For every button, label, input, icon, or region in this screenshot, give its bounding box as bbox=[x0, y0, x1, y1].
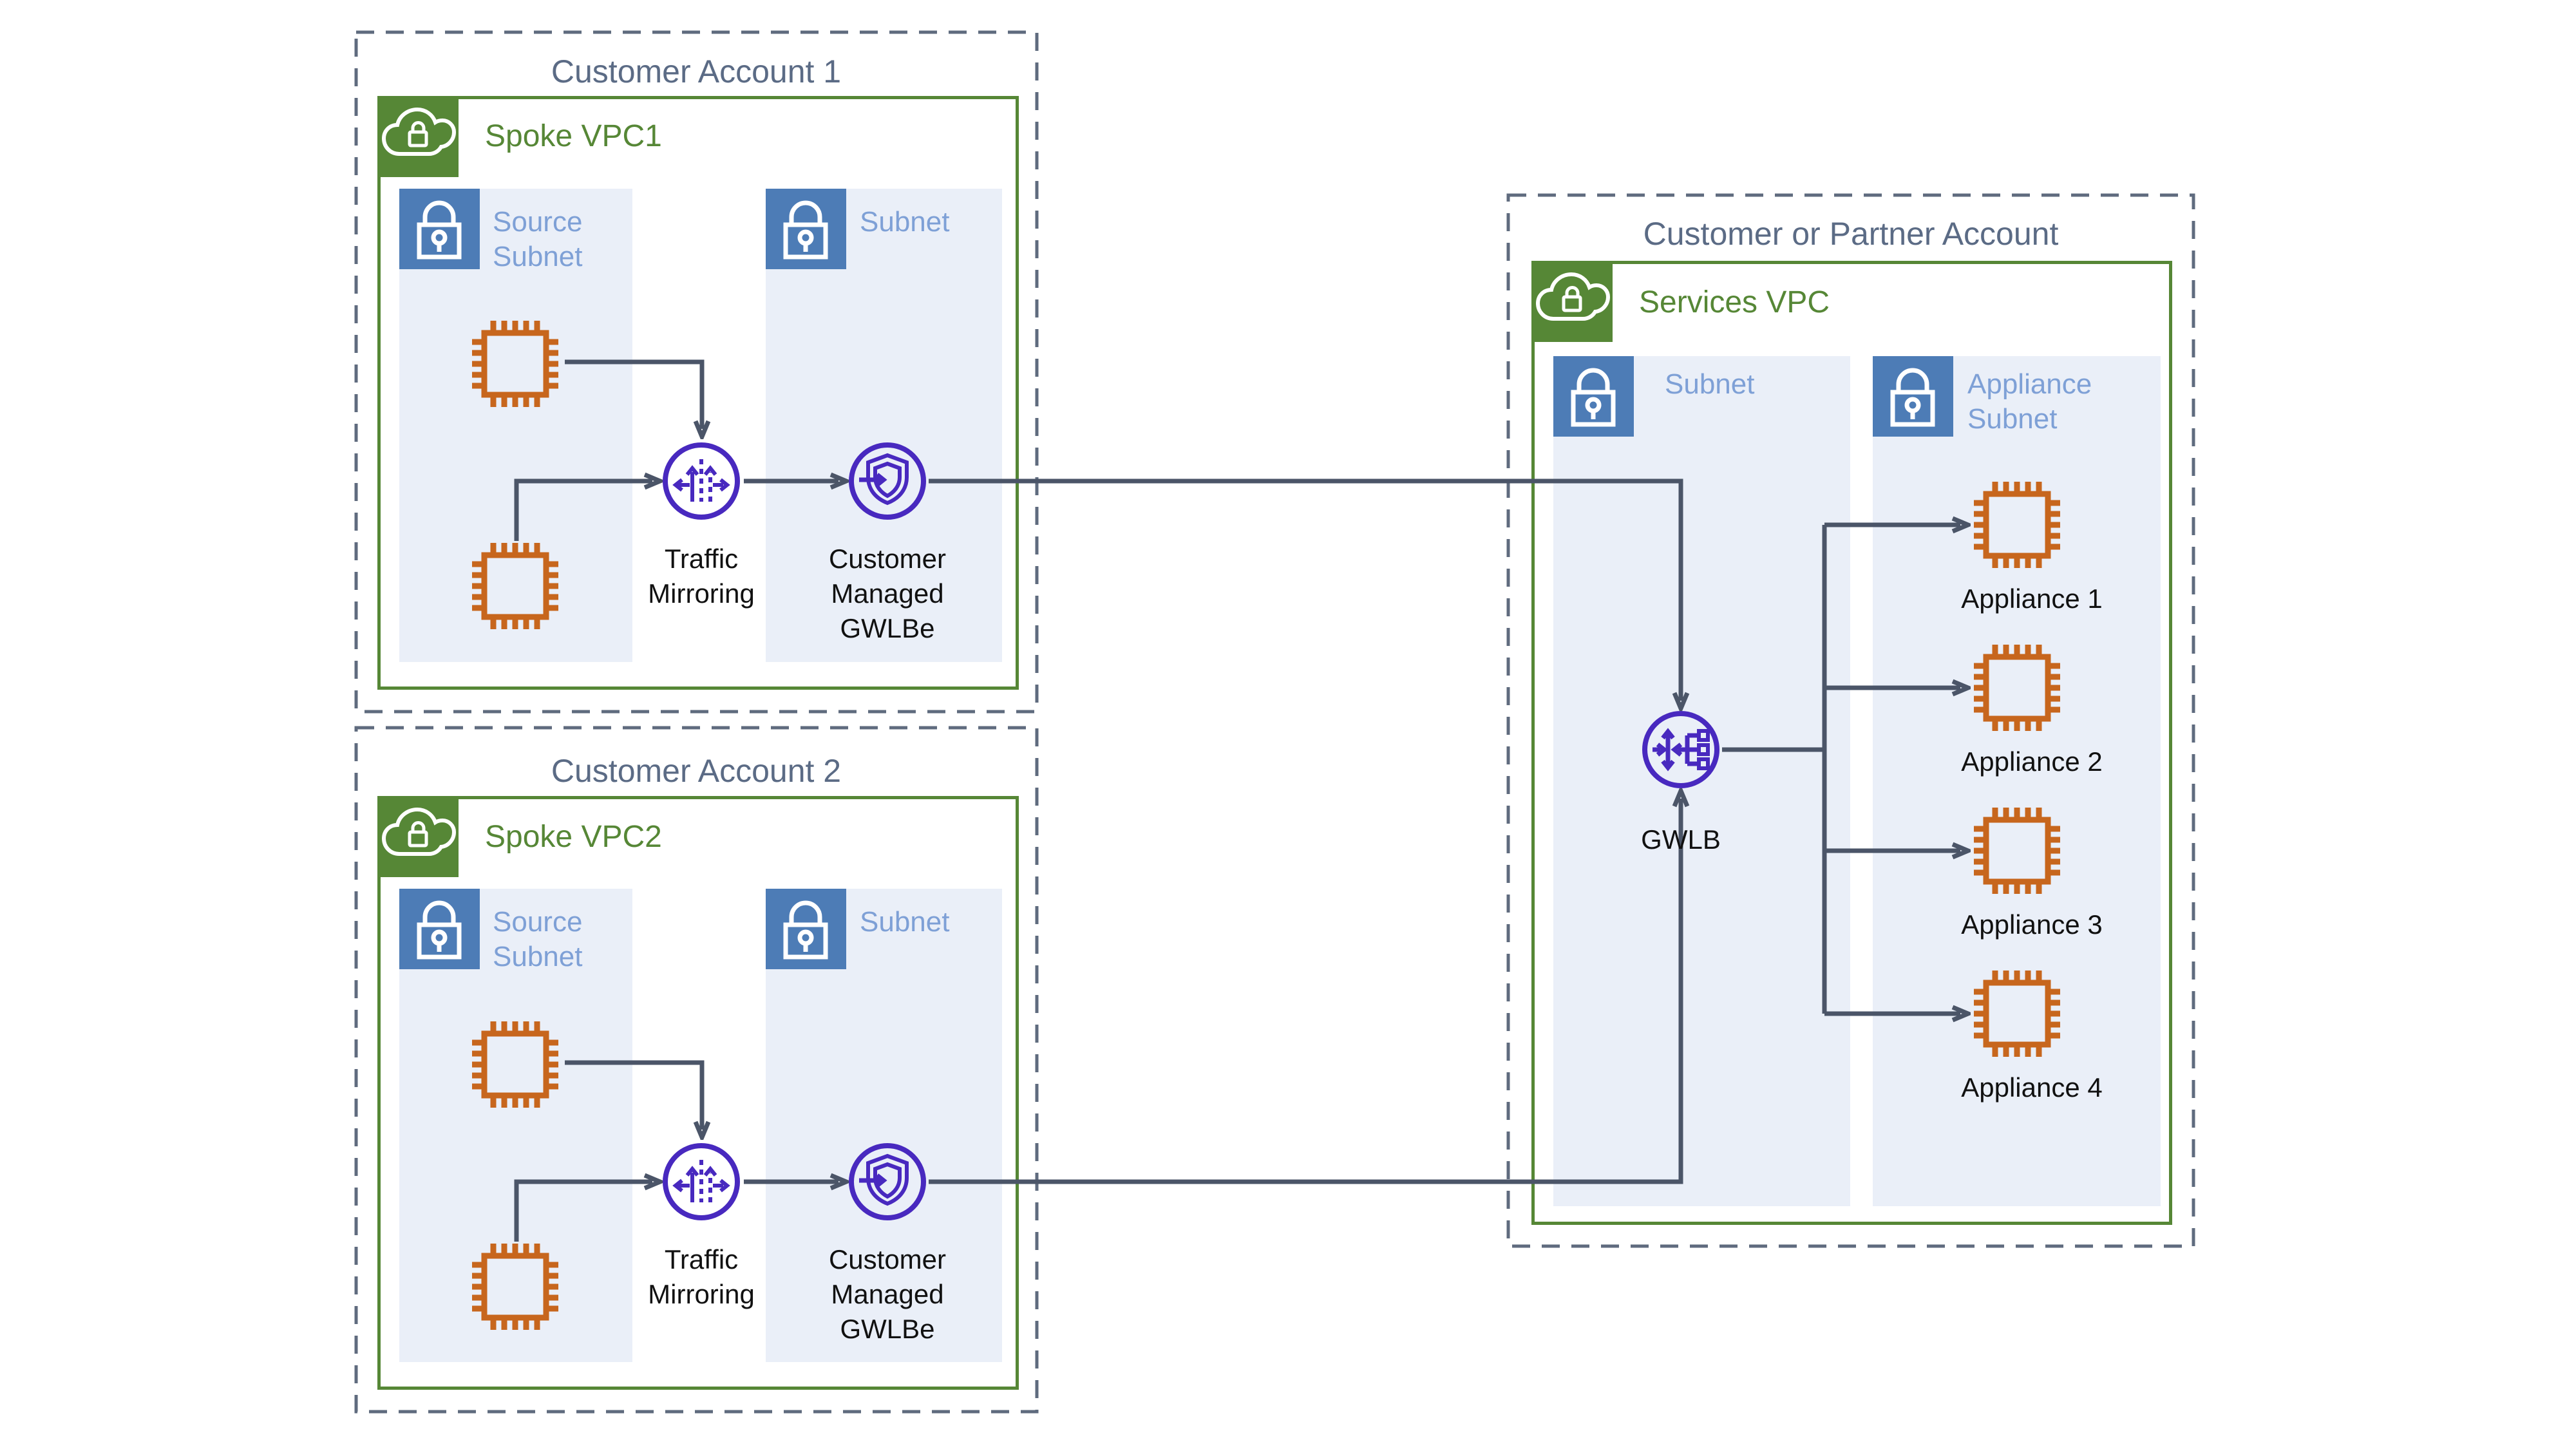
ec2-instance-icon bbox=[472, 543, 558, 629]
wire-vpc2-ec2a-to-traffic-mirroring bbox=[565, 1060, 702, 1130]
appliance-1-label: Appliance 1 bbox=[1961, 583, 2103, 614]
vpc1-traffic-mirroring-label: Traffic Mirroring bbox=[648, 544, 755, 609]
appliance-icon bbox=[1974, 808, 2060, 894]
appliance-2-label: Appliance 2 bbox=[1961, 746, 2103, 777]
gwlb-label: GWLB bbox=[1641, 824, 1721, 855]
appliance-3-label: Appliance 3 bbox=[1961, 909, 2103, 940]
vpc1-header-tab bbox=[377, 96, 459, 177]
account-dashed-borders bbox=[354, 30, 2195, 1414]
vpc2-source-subnet-lock-square bbox=[399, 889, 480, 969]
connectors bbox=[514, 359, 1960, 1242]
ec2-instance-icon bbox=[472, 1244, 558, 1330]
vpc1-gwlbe-label: Customer Managed GWLBe bbox=[828, 544, 947, 643]
wire-vpc1-ec2a-to-traffic-mirroring bbox=[565, 359, 702, 429]
vpc2-source-subnet-label: Source Subnet bbox=[493, 906, 583, 972]
appliance-4-label: Appliance 4 bbox=[1961, 1072, 2103, 1103]
appliance-subnet-label: Appliance Subnet bbox=[1967, 368, 2092, 435]
gwlbe-icon bbox=[851, 1146, 923, 1218]
resource-icons bbox=[472, 321, 2060, 1330]
vpc1-subnet-lock-square bbox=[766, 189, 846, 269]
services-subnet-lock-square bbox=[1553, 356, 1634, 437]
gwlbe-icon bbox=[851, 445, 923, 517]
vpc2-gwlbe-label: Customer Managed GWLBe bbox=[828, 1244, 947, 1344]
appliance-icon bbox=[1974, 482, 2060, 568]
vpc2-traffic-mirroring-label: Traffic Mirroring bbox=[648, 1244, 755, 1309]
vpc2-header-tab bbox=[377, 796, 459, 877]
appliance-subnet-lock-square bbox=[1873, 356, 1953, 437]
vpc1-title: Spoke VPC1 bbox=[485, 119, 662, 153]
vpc2-subnet-lock-square bbox=[766, 889, 846, 969]
partner-account-title: Customer or Partner Account bbox=[1643, 216, 2059, 252]
appliance-icon bbox=[1974, 971, 2060, 1057]
vpc1-subnet-label: Subnet bbox=[860, 206, 950, 238]
services-vpc-header-tab bbox=[1531, 261, 1613, 342]
appliance-icon bbox=[1974, 645, 2060, 731]
traffic-mirroring-icon bbox=[665, 1146, 737, 1218]
account-1-title: Customer Account 1 bbox=[551, 53, 842, 90]
vpc2-subnet-label: Subnet bbox=[860, 906, 950, 938]
vpc1-source-subnet-label: Source Subnet bbox=[493, 206, 583, 272]
appliance-subnet-area bbox=[1873, 356, 2161, 1206]
wire-vpc2-ec2b-to-traffic-mirroring bbox=[514, 1182, 652, 1242]
wire-vpc1-gwlbe-to-gwlb bbox=[929, 478, 1681, 701]
ec2-instance-icon bbox=[472, 321, 558, 407]
customer-account-2-border bbox=[354, 726, 1039, 1414]
traffic-mirroring-icon bbox=[665, 445, 737, 517]
gwlb-icon bbox=[1645, 714, 1717, 786]
customer-account-1-border bbox=[354, 30, 1039, 714]
services-vpc-title: Services VPC bbox=[1639, 285, 1830, 319]
vpc2-title: Spoke VPC2 bbox=[485, 820, 662, 854]
vpc1-source-subnet-lock-square bbox=[399, 189, 480, 269]
wire-vpc1-ec2b-to-traffic-mirroring bbox=[514, 481, 652, 541]
account-2-title: Customer Account 2 bbox=[551, 753, 842, 789]
ec2-instance-icon bbox=[472, 1021, 558, 1108]
services-subnet-label: Subnet bbox=[1665, 368, 1755, 400]
wire-vpc2-gwlbe-to-gwlb bbox=[929, 799, 1681, 1184]
customer-or-partner-account-border bbox=[1506, 193, 2195, 1248]
